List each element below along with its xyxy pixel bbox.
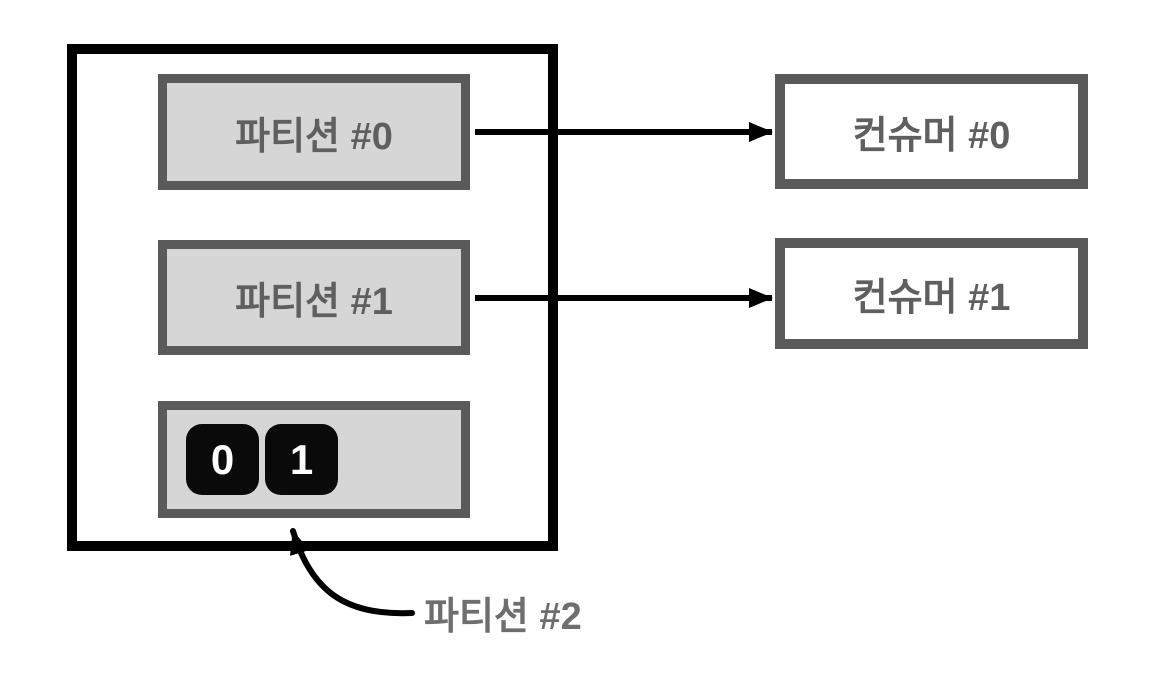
partition-0-label: 파티션 #0 [235,115,393,158]
partition-2-record-0: 0 [186,424,259,495]
record-1-value: 1 [289,435,314,483]
partition-0-box: 파티션 #0 [158,74,470,190]
partition-1-label: 파티션 #1 [235,281,393,323]
record-0-value: 0 [210,435,235,483]
consumer-0-label: 컨슈머 #0 [852,115,1011,157]
partition-1-box: 파티션 #1 [158,240,470,355]
consumer-1-label: 컨슈머 #1 [852,277,1011,319]
consumer-0-box: 컨슈머 #0 [775,74,1088,189]
partition-2-callout-label: 파티션 #2 [424,596,582,638]
partition-2-record-1: 1 [265,424,338,495]
partition-2-box: 0 1 [158,401,470,518]
consumer-1-box: 컨슈머 #1 [775,238,1088,349]
